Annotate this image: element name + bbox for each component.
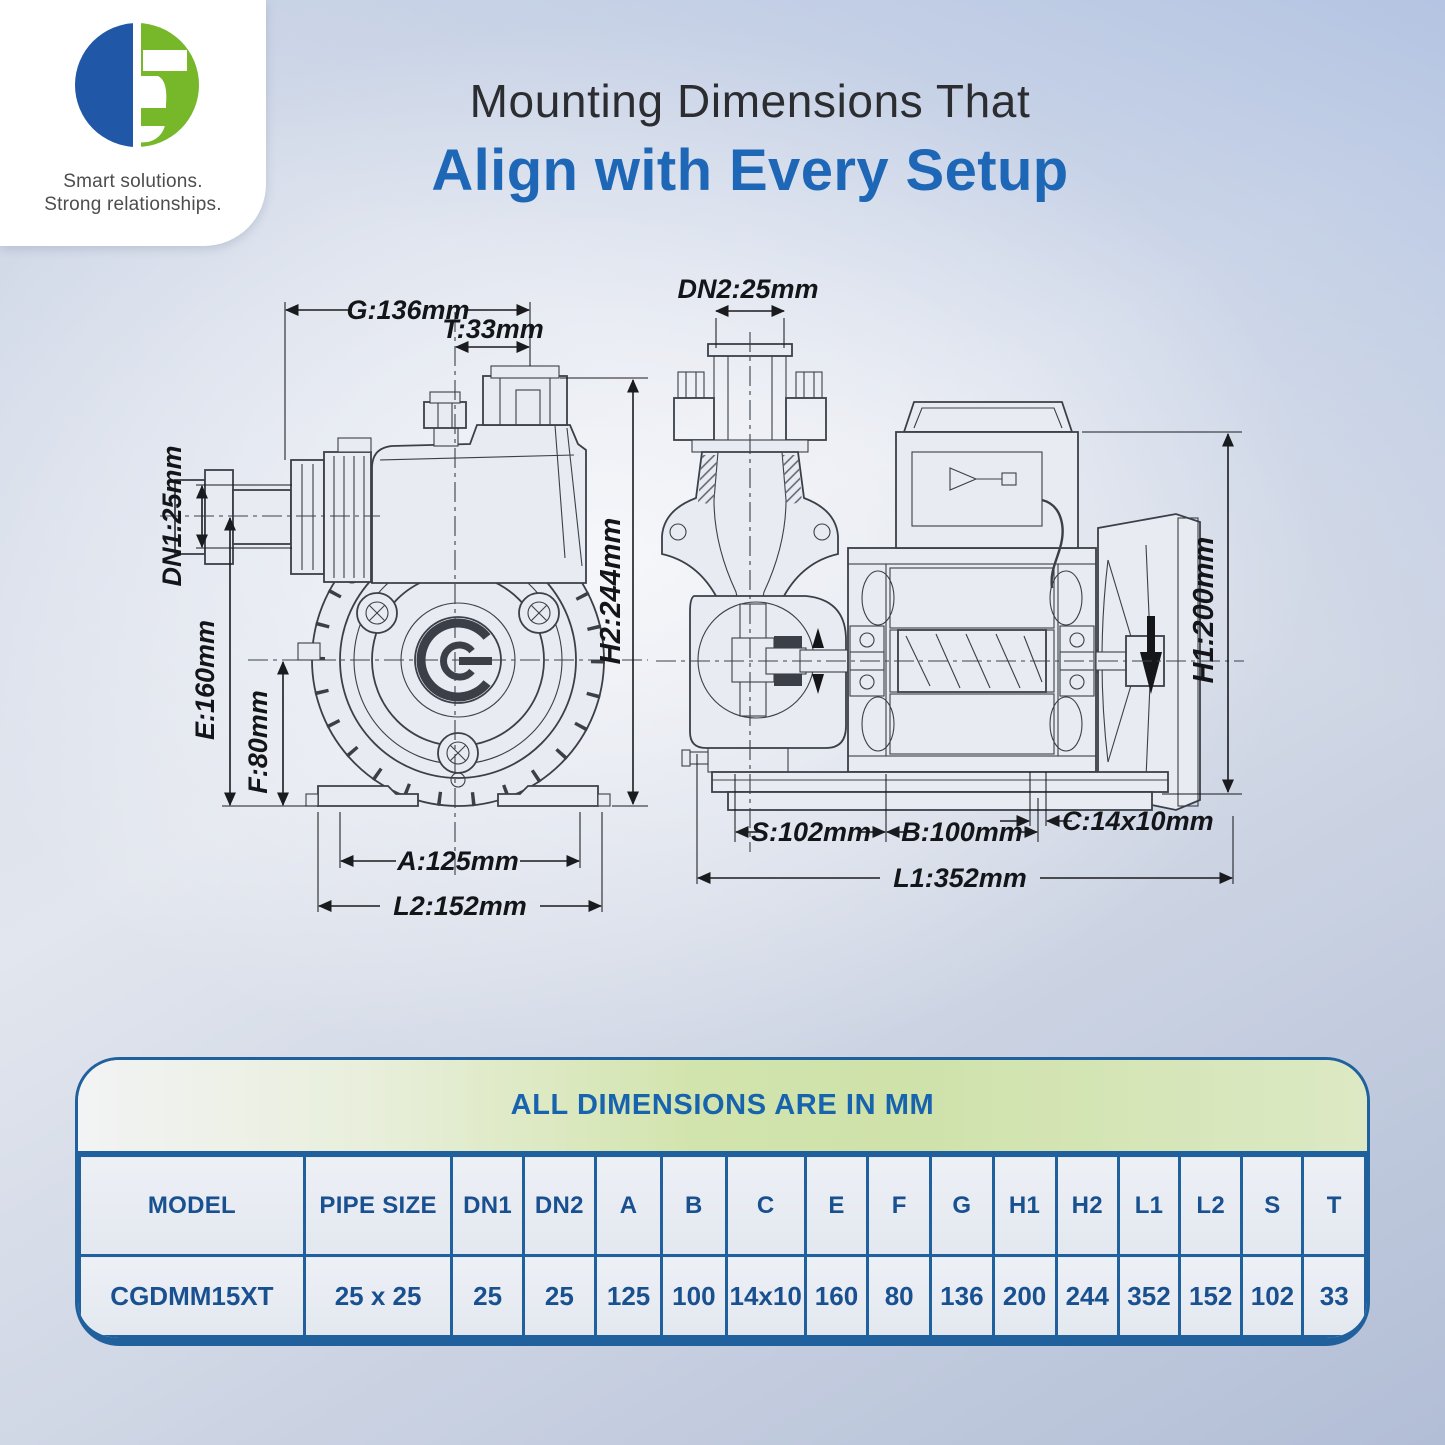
col-header-e: E bbox=[803, 1154, 870, 1257]
front-view-dimensions: G:136mm T:33mm DN1:25mm E:160mm F:80mm H… bbox=[157, 295, 648, 921]
brand-card: Smart solutions. Strong relationships. bbox=[0, 0, 266, 246]
cell-model: CGDMM15XT bbox=[78, 1254, 306, 1338]
table-caption: ALL DIMENSIONS ARE IN MM bbox=[78, 1060, 1367, 1154]
dim-label-g: G:136mm bbox=[346, 295, 469, 325]
pump-front-view: G:136mm T:33mm DN1:25mm E:160mm F:80mm H… bbox=[157, 295, 648, 921]
cover-bolts bbox=[356, 592, 560, 774]
cell-pipe-size: 25 x 25 bbox=[302, 1254, 454, 1338]
inlet-port bbox=[174, 437, 372, 583]
col-header-l2: L2 bbox=[1178, 1154, 1244, 1257]
col-header-f: F bbox=[866, 1154, 933, 1257]
terminal-box bbox=[895, 401, 1079, 589]
dim-label-h2: H2:244mm bbox=[595, 518, 627, 665]
cell-dn2: 25 bbox=[521, 1254, 597, 1338]
dim-label-dn2: DN2:25mm bbox=[677, 274, 818, 304]
col-header-dn1: DN1 bbox=[450, 1154, 525, 1257]
cell-l2: 152 bbox=[1178, 1254, 1244, 1338]
cell-dn1: 25 bbox=[450, 1254, 525, 1338]
title-line2: Align with Every Setup bbox=[431, 138, 1069, 203]
col-header-b: B bbox=[660, 1154, 728, 1257]
side-view-dimensions: DN2:25mm H1:200mm S:102mm B:100mm C:14x1… bbox=[677, 274, 1242, 893]
cell-c: 14x10 bbox=[724, 1254, 807, 1338]
col-header-a: A bbox=[593, 1154, 664, 1257]
cell-h1: 200 bbox=[991, 1254, 1058, 1338]
table-header-row: MODEL PIPE SIZE DN1 DN2 A B C E F G H1 H… bbox=[78, 1154, 1367, 1257]
dim-label-h1: H1:200mm bbox=[1188, 537, 1220, 684]
cell-f: 80 bbox=[866, 1254, 933, 1338]
col-header-dn2: DN2 bbox=[521, 1154, 597, 1257]
pump-casing-section bbox=[681, 595, 847, 773]
dim-label-e: E:160mm bbox=[190, 620, 220, 740]
col-header-g: G bbox=[929, 1154, 995, 1257]
priming-tank bbox=[371, 365, 587, 584]
cell-h2: 244 bbox=[1054, 1254, 1120, 1338]
motor-section bbox=[847, 547, 1097, 773]
title-line1: Mounting Dimensions That bbox=[469, 75, 1031, 127]
dim-label-l2: L2:152mm bbox=[393, 891, 527, 921]
cell-t: 33 bbox=[1301, 1254, 1367, 1338]
col-header-t: T bbox=[1301, 1154, 1367, 1257]
dim-label-t: T:33mm bbox=[442, 314, 544, 344]
col-header-s: S bbox=[1240, 1154, 1305, 1257]
dim-label-c: C:14x10mm bbox=[1062, 806, 1214, 836]
cell-e: 160 bbox=[803, 1254, 870, 1338]
dim-label-b: B:100mm bbox=[901, 817, 1023, 847]
dim-label-f: F:80mm bbox=[243, 690, 273, 794]
col-header-h2: H2 bbox=[1054, 1154, 1120, 1257]
cg-logo-icon bbox=[75, 20, 199, 150]
base-plate bbox=[711, 771, 1169, 811]
brand-tagline: Smart solutions. Strong relationships. bbox=[0, 170, 266, 216]
col-header-model: MODEL bbox=[78, 1154, 306, 1257]
fan-cover bbox=[1095, 513, 1201, 811]
col-header-h1: H1 bbox=[991, 1154, 1058, 1257]
cell-a: 125 bbox=[593, 1254, 664, 1338]
dim-label-s: S:102mm bbox=[751, 817, 871, 847]
brand-tagline-line2: Strong relationships. bbox=[44, 194, 222, 216]
cell-l1: 352 bbox=[1116, 1254, 1182, 1338]
dim-label-a: A:125mm bbox=[396, 846, 519, 876]
cell-b: 100 bbox=[660, 1254, 728, 1338]
page-title: Mounting Dimensions That Align with Ever… bbox=[280, 74, 1220, 204]
pump-side-view: DN2:25mm H1:200mm S:102mm B:100mm C:14x1… bbox=[656, 274, 1244, 893]
col-header-c: C bbox=[724, 1154, 807, 1257]
mounting-feet-front bbox=[305, 785, 611, 807]
cell-s: 102 bbox=[1240, 1254, 1305, 1338]
brand-tagline-line1: Smart solutions. bbox=[63, 171, 203, 192]
dim-label-dn1: DN1:25mm bbox=[157, 445, 187, 586]
col-header-pipe-size: PIPE SIZE bbox=[302, 1154, 454, 1257]
dimensions-table: ALL DIMENSIONS ARE IN MM MODEL PIPE SIZE… bbox=[75, 1057, 1370, 1346]
table-data-row: CGDMM15XT 25 x 25 25 25 125 100 14x10 16… bbox=[78, 1254, 1367, 1338]
dim-label-l1: L1:352mm bbox=[893, 863, 1027, 893]
cell-g: 136 bbox=[929, 1254, 995, 1338]
col-header-l1: L1 bbox=[1116, 1154, 1182, 1257]
